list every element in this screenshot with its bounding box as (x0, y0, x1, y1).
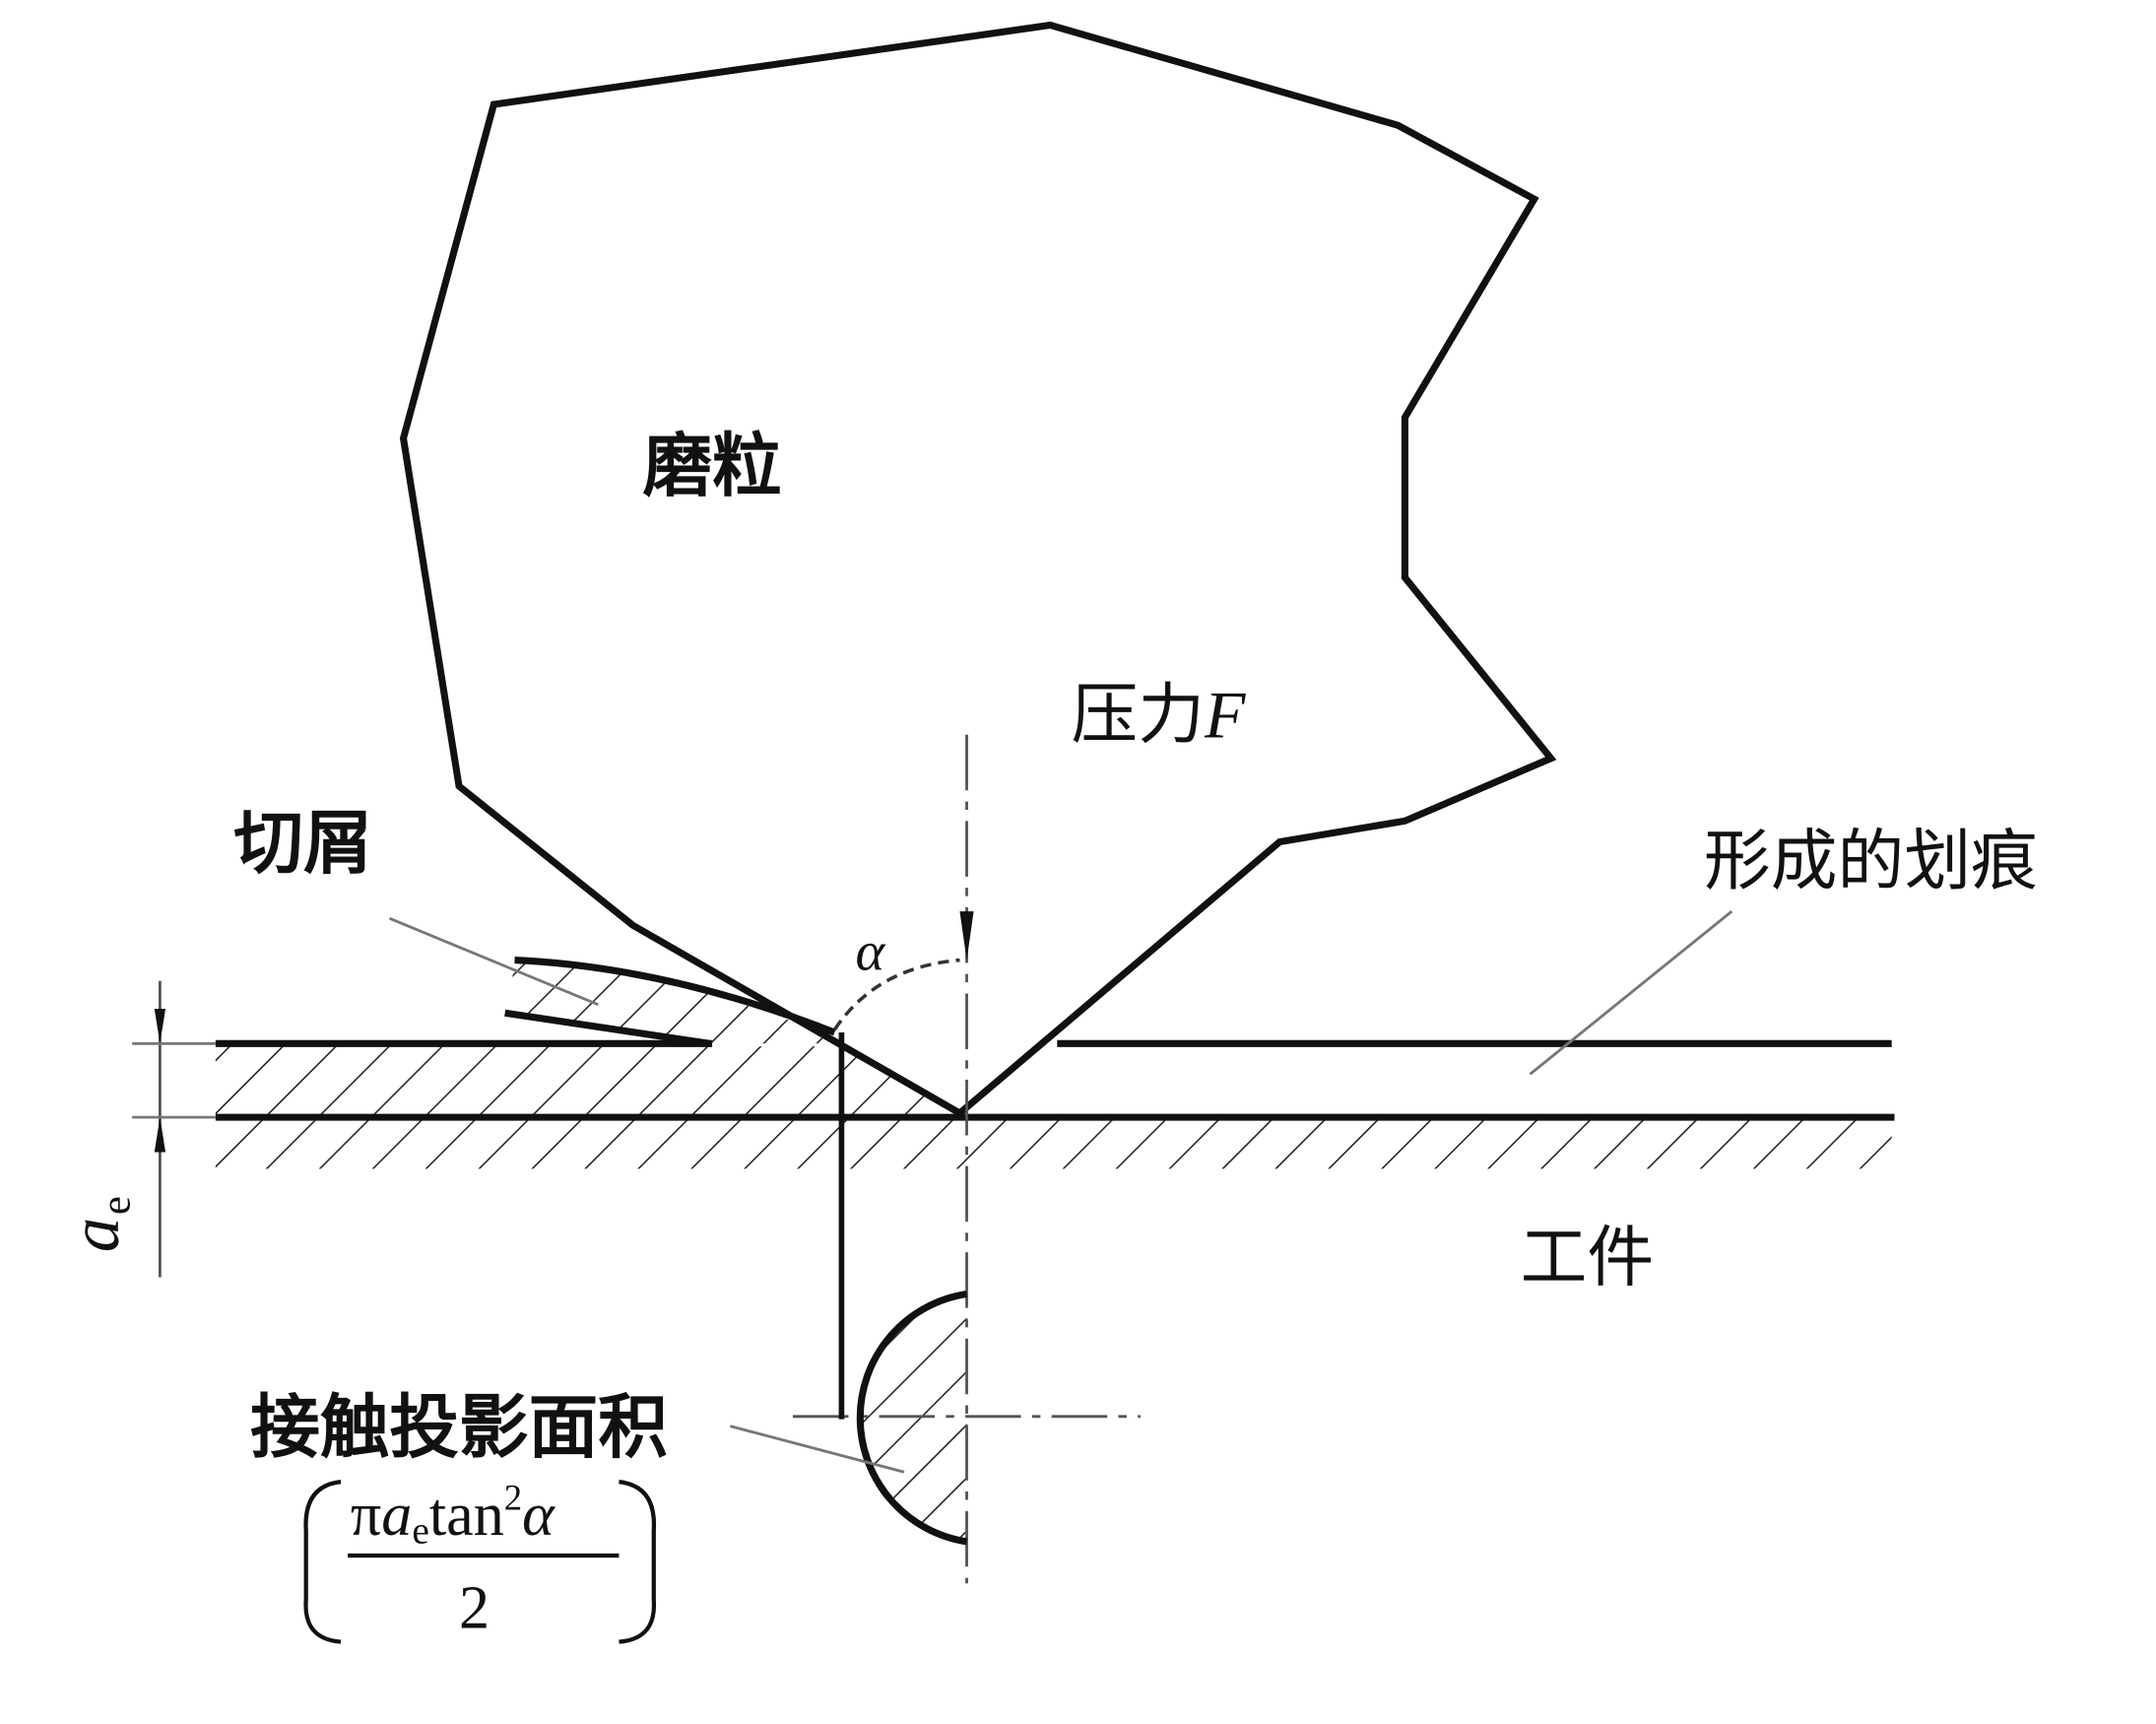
left-paren (303, 1480, 342, 1644)
contact-area-formula: πaetan2α 2 (303, 1477, 657, 1644)
dimension-arrow-bottom-icon (154, 1117, 166, 1153)
chip-lower-edge (504, 1009, 710, 1047)
abrasive-grain-outline (399, 21, 1557, 1118)
scratch-leader (1529, 910, 1733, 1076)
workpiece-label: 工件 (1521, 1221, 1655, 1294)
workpiece-hatch (215, 1117, 1892, 1169)
chip-upper-edge (514, 957, 836, 1036)
angle-arc (832, 958, 960, 1031)
formula-numerator: πaetan2α (351, 1477, 555, 1552)
depth-label: ae (57, 1196, 139, 1252)
chip-label: 切屑 (233, 806, 372, 883)
contact-area-leader (730, 1425, 905, 1474)
force-arrow-icon (959, 911, 974, 961)
formula-denominator: 2 (459, 1574, 490, 1641)
angle-alpha-label: α (856, 921, 886, 982)
dimension-arrow-top-icon (154, 1008, 166, 1044)
removed-layer-hatch (215, 1046, 960, 1118)
scratch-label: 形成的划痕 (1704, 825, 2038, 898)
chip-leader (388, 916, 599, 1007)
chip-hatch (507, 960, 839, 1044)
right-paren (619, 1480, 657, 1644)
grain-label: 磨粒 (642, 429, 781, 505)
contact-area-label: 接触投影面积 (250, 1390, 668, 1467)
pressure-label: 压力F (1071, 679, 1246, 753)
contact-semicircle (856, 1291, 968, 1546)
